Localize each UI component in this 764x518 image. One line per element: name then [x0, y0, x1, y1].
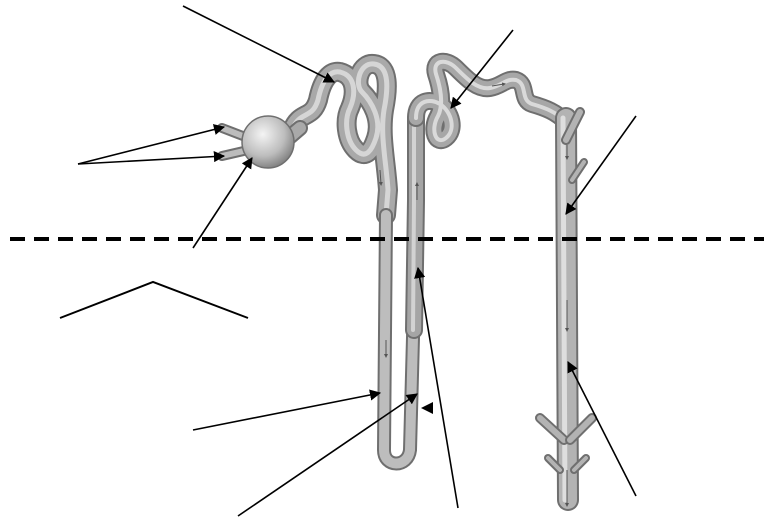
- leader-descending-limb: [193, 393, 380, 430]
- leader-top-left: [183, 6, 334, 82]
- leader-glomerulus-upper: [78, 127, 224, 164]
- leader-bowman-capsule: [193, 158, 252, 248]
- leader-ascending-limb: [418, 268, 458, 508]
- loop-pointer: [421, 402, 433, 414]
- leader-glomerulus-lower: [78, 156, 224, 164]
- region-bracket: [60, 282, 248, 318]
